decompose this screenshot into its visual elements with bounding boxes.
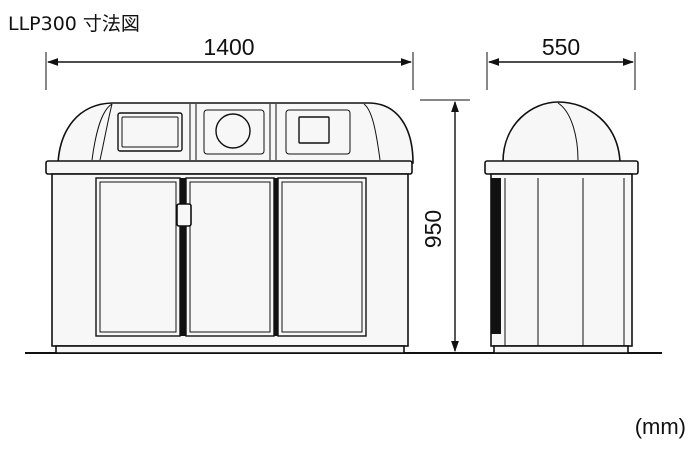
front-dome xyxy=(57,102,414,164)
front-body xyxy=(51,173,409,347)
door-handle xyxy=(176,203,192,227)
side-dome xyxy=(502,101,621,163)
front-base xyxy=(55,345,405,354)
height-dimension: 950 xyxy=(420,99,470,353)
width-dimension: 1400 xyxy=(45,34,414,90)
depth-label: 550 xyxy=(542,34,580,60)
opening-round xyxy=(215,113,251,149)
front-view xyxy=(45,102,414,354)
side-rim xyxy=(484,160,639,175)
opening-rect-right xyxy=(298,116,330,144)
unit-label: (mm) xyxy=(635,414,686,439)
drawing-title: LLP300 寸法図 xyxy=(8,13,140,35)
side-view xyxy=(484,101,639,354)
side-body xyxy=(490,173,633,347)
front-rim xyxy=(45,160,413,175)
height-label: 950 xyxy=(420,210,446,248)
side-base xyxy=(493,345,629,354)
opening-rect-left xyxy=(117,112,183,152)
depth-dimension: 550 xyxy=(486,34,636,90)
width-label: 1400 xyxy=(203,34,254,60)
